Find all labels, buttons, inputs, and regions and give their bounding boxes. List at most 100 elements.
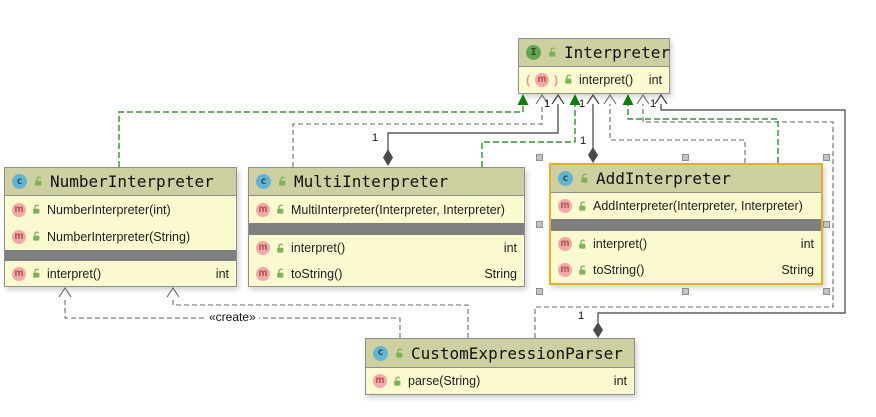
constructor-row[interactable]: m NumberInterpreter(String)	[5, 223, 236, 250]
lock-icon	[277, 243, 284, 253]
class-box-add-interpreter[interactable]: c AddInterpreter m AddInterpreter(Interp…	[549, 163, 823, 285]
method-row[interactable]: ( m ) interpret() int	[519, 67, 669, 92]
lock-icon	[279, 176, 286, 186]
method-name: interpret()	[593, 237, 648, 251]
compartment-separator	[551, 219, 821, 231]
abstract-paren: )	[554, 72, 558, 87]
class-icon: c	[12, 174, 27, 189]
method-icon: m	[535, 72, 549, 87]
class-header[interactable]: c CustomExpressionParser	[366, 339, 634, 368]
compartment-separator	[5, 250, 236, 261]
method-return-type: String	[484, 266, 517, 281]
dependency-add-to-interpreter	[603, 94, 746, 163]
class-title: AddInterpreter	[596, 169, 731, 188]
constructor-row[interactable]: m AddInterpreter(Interpreter, Interprete…	[551, 193, 821, 219]
class-title: Interpreter	[564, 43, 670, 62]
selection-handle[interactable]	[536, 288, 543, 295]
interface-icon: I	[526, 45, 541, 60]
aggregation-add-interpreter	[586, 93, 600, 163]
method-name: toString()	[291, 266, 343, 281]
abstract-paren: (	[526, 72, 530, 87]
class-header[interactable]: I Interpreter	[519, 39, 670, 67]
lock-icon	[35, 176, 42, 186]
multiplicity-label: 1	[579, 98, 586, 110]
selection-handle[interactable]	[682, 154, 689, 161]
lock-icon	[33, 204, 40, 214]
constructor-name: AddInterpreter(Interpreter, Interpreter)	[593, 199, 803, 213]
lock-icon	[277, 204, 284, 214]
class-box-number-interpreter[interactable]: c NumberInterpreter m NumberInterpreter(…	[4, 167, 237, 287]
dependency-multi-to-interpreter	[292, 94, 549, 167]
method-row[interactable]: m interpret() int	[249, 235, 524, 261]
selection-handle[interactable]	[823, 154, 830, 161]
class-title: NumberInterpreter	[50, 172, 214, 191]
lock-icon	[33, 231, 40, 241]
multiplicity-label: 1	[372, 132, 379, 144]
lock-icon	[579, 201, 586, 211]
method-return-type: int	[800, 237, 814, 251]
lock-icon	[394, 376, 401, 386]
class-box-interpreter[interactable]: I Interpreter ( m ) interpret() int	[518, 38, 670, 94]
method-icon: m	[558, 237, 572, 251]
method-icon: m	[558, 199, 572, 213]
class-header[interactable]: c NumberInterpreter	[5, 168, 236, 196]
lock-icon	[579, 239, 586, 249]
lock-icon	[277, 268, 284, 278]
multiplicity-label: 1	[580, 135, 587, 147]
constructor-name: MultiInterpreter(Interpreter, Interprete…	[291, 202, 505, 217]
method-name: toString()	[593, 263, 645, 277]
lock-icon	[565, 74, 572, 84]
constructor-row[interactable]: m MultiInterpreter(Interpreter, Interpre…	[249, 196, 524, 223]
method-return-type: int	[503, 241, 517, 255]
method-icon: m	[12, 266, 26, 281]
lock-icon	[396, 348, 403, 358]
method-icon: m	[12, 229, 26, 244]
method-name: interpret()	[579, 72, 634, 87]
lock-icon	[549, 47, 556, 57]
method-row[interactable]: m interpret() int	[551, 231, 821, 257]
class-box-multi-interpreter[interactable]: c MultiInterpreter m MultiInterpreter(In…	[248, 167, 525, 287]
lock-icon	[579, 265, 586, 275]
create-stereotype-label: «create»	[206, 310, 259, 324]
constructor-name: NumberInterpreter(int)	[47, 202, 171, 217]
method-icon: m	[558, 263, 572, 277]
class-title: MultiInterpreter	[294, 172, 449, 191]
compartment-separator	[249, 223, 524, 235]
lock-icon	[581, 173, 588, 183]
method-return-type: int	[648, 72, 662, 87]
class-icon: c	[558, 171, 573, 186]
method-return-type: int	[613, 374, 627, 388]
selection-handle[interactable]	[536, 221, 543, 228]
realization-number-to-interpreter	[118, 94, 529, 167]
class-icon: c	[373, 345, 388, 361]
multiplicity-label: 1	[650, 98, 657, 110]
selection-handle[interactable]	[823, 288, 830, 295]
constructor-row[interactable]: m NumberInterpreter(int)	[5, 196, 236, 223]
lock-icon	[33, 268, 40, 278]
class-title: CustomExpressionParser	[411, 343, 623, 363]
method-row[interactable]: m parse(String) int	[366, 368, 634, 394]
class-icon: c	[256, 174, 271, 189]
realization-multi-to-interpreter	[481, 94, 581, 167]
multiplicity-label: 1	[544, 98, 551, 110]
method-icon: m	[373, 374, 387, 388]
method-icon: m	[12, 202, 26, 217]
realization-add-to-interpreter	[622, 94, 779, 163]
method-return-type: String	[781, 263, 814, 277]
constructor-name: NumberInterpreter(String)	[47, 229, 191, 244]
method-row[interactable]: m toString() String	[551, 257, 821, 283]
method-icon: m	[256, 266, 270, 281]
method-name: parse(String)	[408, 374, 481, 388]
method-name: interpret()	[47, 266, 102, 281]
method-name: interpret()	[291, 241, 346, 255]
class-box-custom-expression-parser[interactable]: c CustomExpressionParser m parse(String)…	[365, 338, 635, 395]
selection-handle[interactable]	[536, 154, 543, 161]
method-row[interactable]: m toString() String	[249, 261, 524, 286]
multiplicity-label: 1	[578, 310, 585, 322]
method-row[interactable]: m interpret() int	[5, 261, 236, 286]
selection-handle[interactable]	[682, 288, 689, 295]
class-header[interactable]: c MultiInterpreter	[249, 168, 524, 196]
selection-handle[interactable]	[823, 221, 830, 228]
class-header[interactable]: c AddInterpreter	[551, 165, 821, 193]
